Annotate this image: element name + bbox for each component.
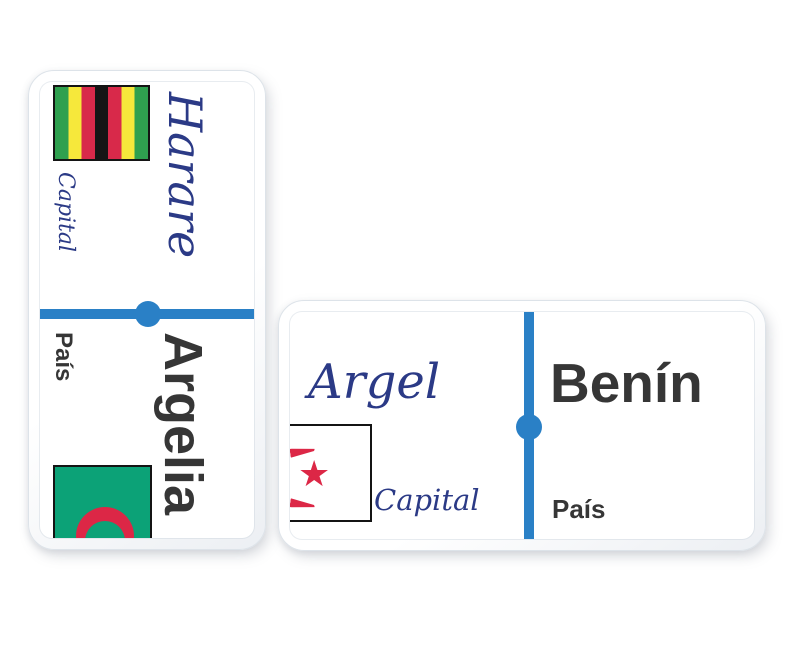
divider-dot (135, 301, 161, 327)
crescent-tip-bottom (290, 498, 316, 510)
capital-city-text: Harare (158, 92, 212, 259)
algeria-flag-icon: ★ (290, 424, 372, 522)
divider-dot (516, 414, 542, 440)
algeria-flag-icon (53, 465, 152, 538)
zimbabwe-flag-icon (53, 85, 150, 161)
star-icon: ★ (298, 454, 331, 495)
country-name-text: Argelia (153, 332, 213, 516)
country-name-text: Benín (550, 352, 703, 414)
domino-face: Argel ★ Capital Benín País (290, 312, 754, 539)
domino-face: Harare Capital País Argelia (40, 82, 254, 538)
pais-label: País (50, 332, 77, 382)
pais-label: País (552, 494, 606, 524)
domino-tile-horizontal[interactable]: Argel ★ Capital Benín País (278, 300, 766, 551)
capital-city-text: Argel (308, 354, 441, 410)
capital-label: Capital (53, 172, 78, 253)
crescent-shape (76, 507, 134, 538)
domino-tile-vertical[interactable]: Harare Capital País Argelia (28, 70, 266, 550)
capital-label: Capital (374, 483, 480, 517)
